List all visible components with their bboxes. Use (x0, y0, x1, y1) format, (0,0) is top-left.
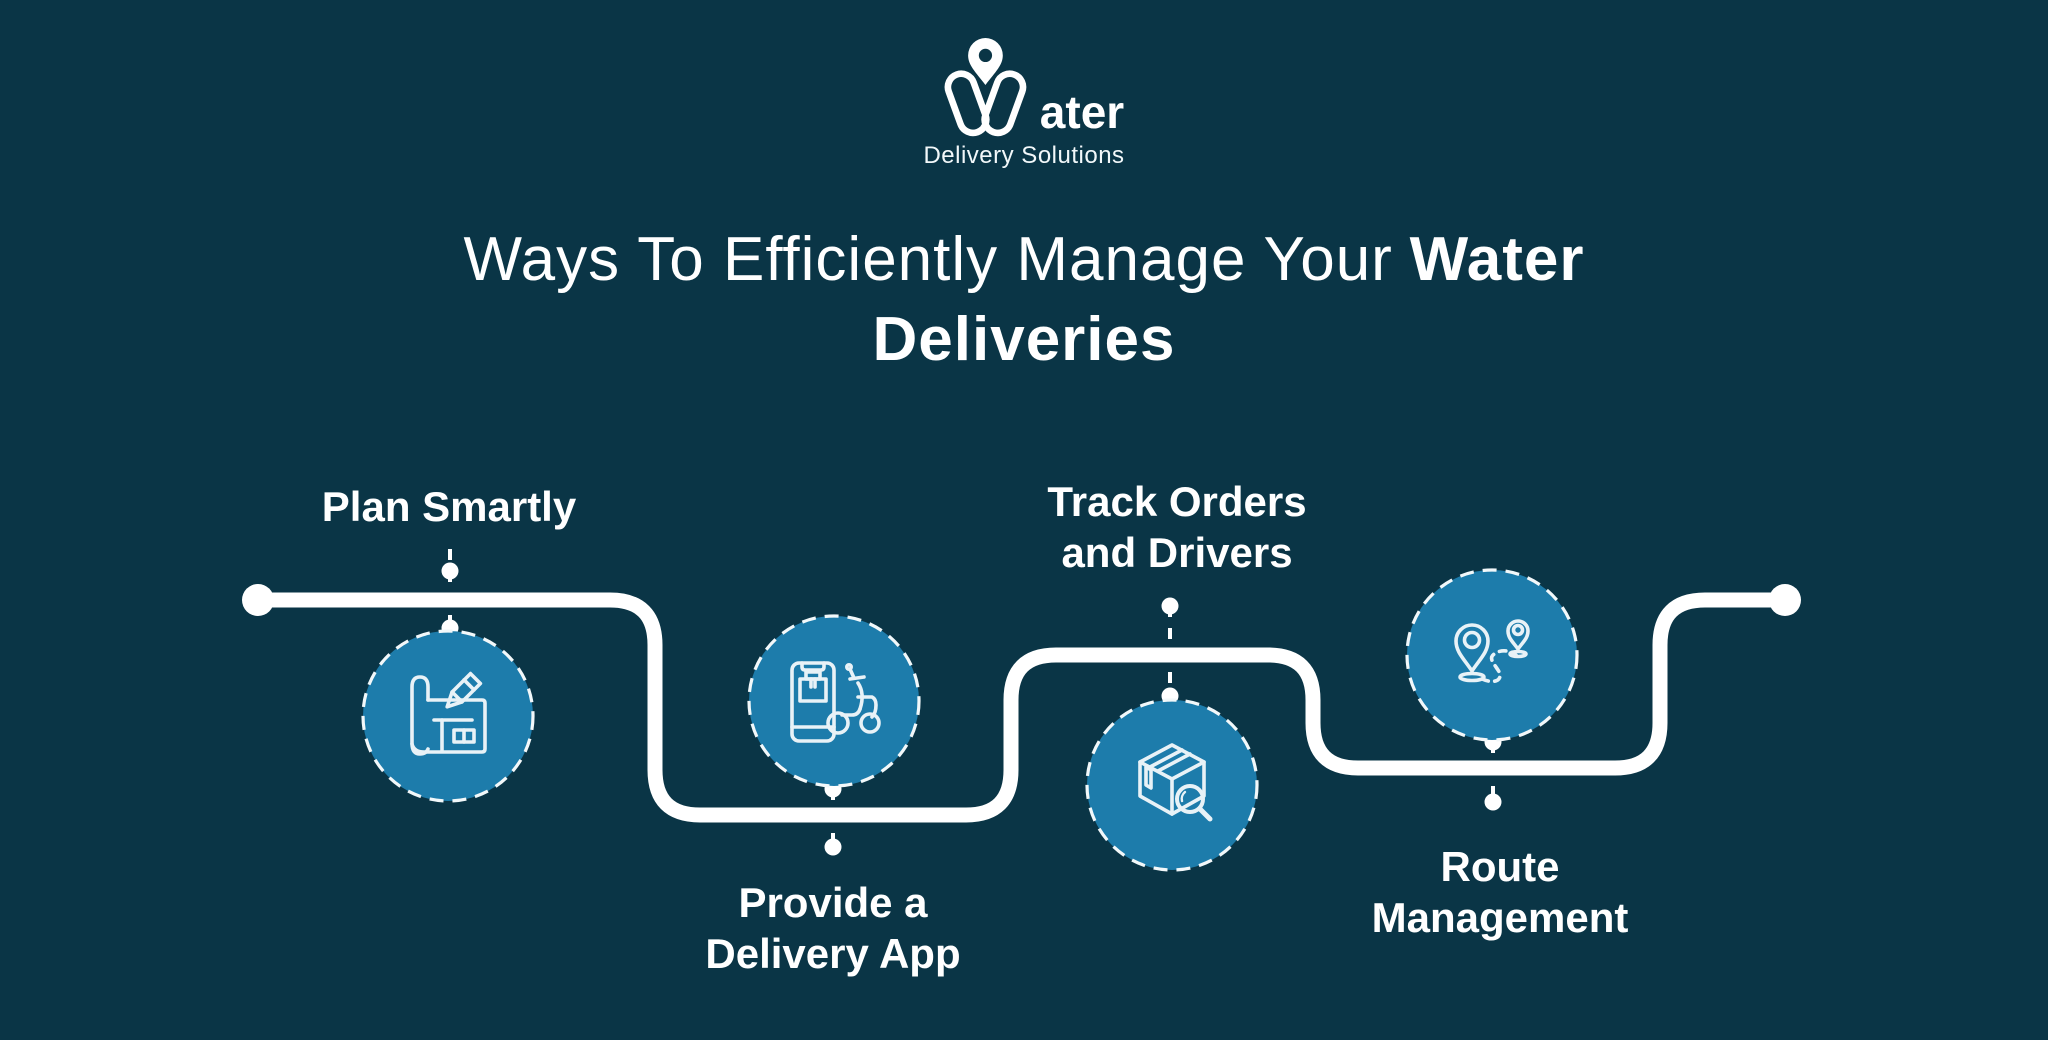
step-label-line: Track Orders (1047, 478, 1307, 525)
step-label-line: Delivery App (705, 930, 961, 977)
title-regular-part: Ways To Efficiently Manage Your (463, 225, 1393, 294)
step-3-circle (1085, 698, 1259, 872)
step-label-line: and Drivers (1061, 529, 1293, 576)
brand-word-suffix: ater (1039, 86, 1125, 138)
brand-logo: ater Delivery Solutions (923, 36, 1124, 170)
step-1-circle (361, 629, 535, 803)
timeline-path (250, 592, 1793, 823)
step-1-label: Plan Smartly (322, 481, 576, 532)
step-label-line: Management (1371, 894, 1629, 941)
path-end-dot (1769, 584, 1801, 616)
brand-logo-row: ater (924, 36, 1124, 138)
path-start-dot (242, 584, 274, 616)
title-bold-part-line1: Water (1409, 225, 1585, 294)
step-label-line: Route (1440, 843, 1560, 890)
step-label-line: Plan Smartly (321, 483, 577, 530)
step-3-label: Track Orders and Drivers (1047, 476, 1306, 578)
water-pin-w-logo-icon (944, 38, 1027, 137)
step-2-label: Provide a Delivery App (705, 877, 960, 979)
route-pins-icon (1454, 619, 1530, 684)
step-4-circle (1405, 568, 1579, 742)
step-4-label: Route Management (1372, 841, 1629, 943)
phone-scooter-icon (790, 661, 881, 743)
package-search-icon (1138, 743, 1213, 822)
title-bold-part-line2: Deliveries (872, 305, 1176, 374)
blueprint-pencil-icon (410, 671, 487, 756)
brand-tagline: Delivery Solutions (923, 142, 1125, 169)
step-label-line: Provide a (738, 879, 928, 926)
step-2-circle (747, 614, 921, 788)
